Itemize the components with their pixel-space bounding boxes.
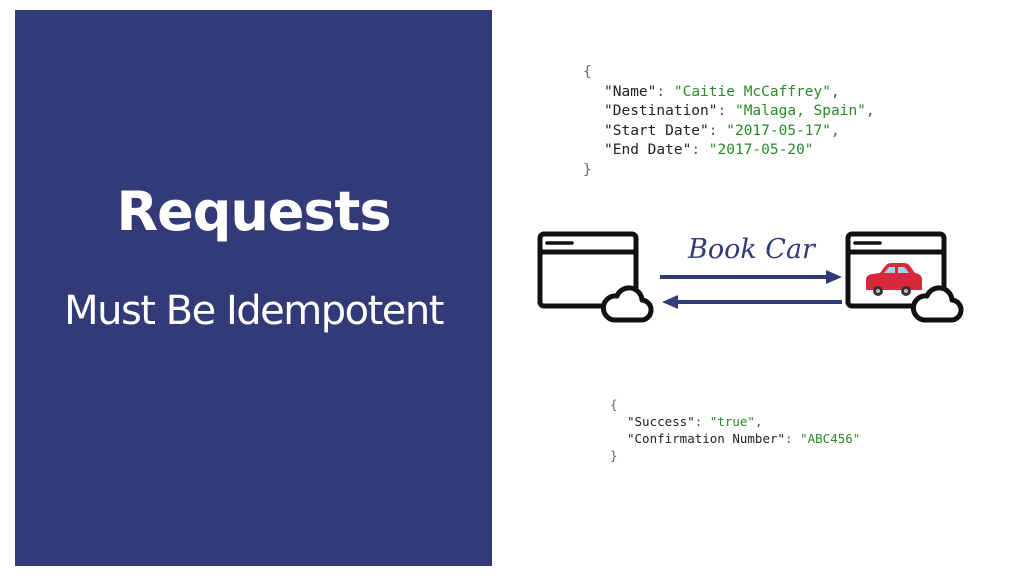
json-value: "ABC456" <box>800 431 861 446</box>
request-arrow <box>660 270 842 284</box>
json-key: "End Date" <box>604 142 692 159</box>
book-car-label: Book Car <box>687 234 817 265</box>
server-cloud-icon <box>910 285 964 323</box>
json-line: "Start Date": "2017-05-17", <box>604 122 840 139</box>
client-browser-icon <box>537 231 639 309</box>
response-json-block: { "Success": "true", "Confirmation Number"… <box>610 396 860 464</box>
slide-title: Requests <box>116 180 391 243</box>
json-key: "Start Date" <box>604 122 709 139</box>
json-value: "Caitie McCaffrey" <box>673 83 831 100</box>
json-key: "Name" <box>604 83 657 100</box>
close-brace: } <box>610 448 618 463</box>
json-key: "Destination" <box>604 103 718 120</box>
json-line: "End Date": "2017-05-20" <box>604 142 814 159</box>
car-icon <box>866 263 922 296</box>
response-arrow <box>662 295 842 309</box>
server-browser-icon <box>845 231 947 309</box>
json-value: "true" <box>709 414 755 429</box>
slide-subtitle: Must Be Idempotent <box>64 288 444 334</box>
json-line: "Name": "Caitie McCaffrey", <box>604 83 840 100</box>
client-cloud-icon <box>600 285 654 323</box>
open-brace: { <box>610 397 618 412</box>
json-line: "Success": "true", <box>627 414 763 429</box>
json-value: "2017-05-20" <box>708 142 814 159</box>
json-value: "2017-05-17" <box>726 122 831 139</box>
open-brace: { <box>583 64 592 80</box>
close-brace: } <box>583 161 592 178</box>
json-key: "Success" <box>627 414 695 429</box>
request-json-block: { "Name": "Caitie McCaffrey", "Destination… <box>583 63 875 181</box>
json-line: "Confirmation Number": "ABC456" <box>627 431 861 446</box>
title-panel: Requests Must Be Idempotent <box>15 10 492 566</box>
json-line: "Destination": "Malaga, Spain", <box>604 103 875 120</box>
json-key: "Confirmation Number" <box>627 431 786 446</box>
json-value: "Malaga, Spain" <box>734 103 866 120</box>
